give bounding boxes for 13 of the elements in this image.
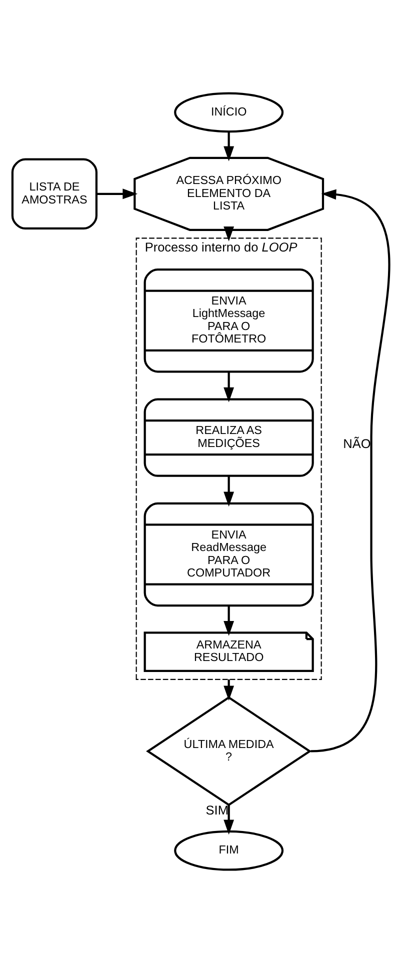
node-ellipse: INÍCIO <box>174 92 284 132</box>
arrow <box>224 226 234 241</box>
node-ellipse: FIM <box>174 830 284 870</box>
edge-label: NÃO <box>343 435 371 450</box>
arrow <box>96 188 138 199</box>
arrow <box>224 371 234 402</box>
arrow <box>224 605 234 636</box>
arrow <box>310 188 390 752</box>
arrow <box>224 804 234 834</box>
arrow <box>224 131 234 161</box>
node-diamond: ÚLTIMA MEDIDA ? <box>146 696 312 806</box>
node-box: LISTA DE AMOSTRAS <box>11 158 98 230</box>
arrow <box>224 475 234 506</box>
